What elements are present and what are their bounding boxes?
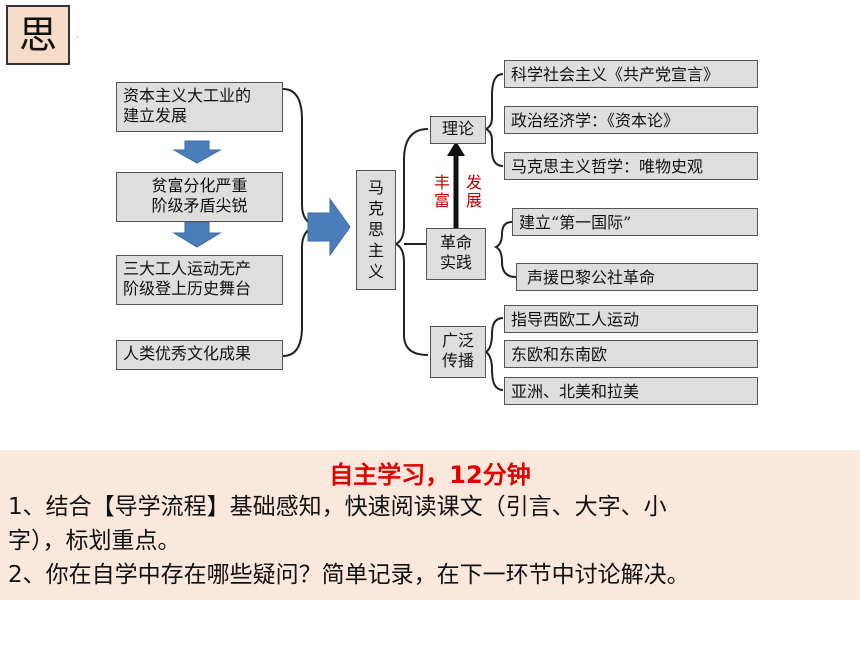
cause-culture: 人类优秀文化成果 [116,340,283,370]
cause-industry-line1: 资本主义大工业的 [123,86,252,105]
up-arrow [447,141,465,156]
study-note-line-1: 1、结合【导学流程】基础感知，快速阅读课文（引言、大字、小 [8,494,667,520]
study-note-line-3: 2、你在自学中存在哪些疑问？简单记录，在下一环节中讨论解决。 [8,562,690,588]
study-note-title: 自主学习，12分钟 [329,461,531,489]
cause-workers-movement: 三大工人运动无产 阶级登上历史舞台 [116,255,283,305]
marxism-char-1: 马 [367,178,384,197]
label-develop-char-2: 展 [466,191,483,210]
branch-spread: 广泛 传播 [430,326,486,378]
marxism-char-3: 思 [367,220,384,239]
branch-practice-line1: 革命 [439,233,472,252]
cause-class-conflict: 贫富分化严重 阶级矛盾尖锐 [116,172,283,222]
right-arrow [307,197,351,257]
decorative-dot: . [76,30,79,39]
study-note-panel [0,450,860,600]
label-enrich: 丰 富 [434,174,450,210]
down-arrow-1 [172,140,222,164]
branch-spread-line1: 广泛 [441,331,474,350]
branch-practice: 革命 实践 [426,228,486,280]
study-note-line-2: 字），标划重点。 [8,528,181,554]
practice-item-first-international: 建立“第一国际” [512,208,758,236]
practice-brace [493,221,517,278]
theory-item-capital: 政治经济学：《资本论》 [504,106,758,134]
cause-class-conflict-line1: 贫富分化严重 [151,176,248,195]
branch-spread-line2: 传播 [441,351,474,370]
label-enrich-char-2: 富 [434,191,451,210]
cause-workers-movement-line2: 阶级登上历史舞台 [123,279,252,298]
theory-item-manifesto: 科学社会主义《共产党宣言》 [504,60,758,88]
cause-industry: 资本主义大工业的 建立发展 [116,82,283,132]
practice-item-paris-commune: 声援巴黎公社革命 [516,263,758,291]
label-develop-char-1: 发 [466,173,483,192]
cause-industry-line2: 建立发展 [123,106,188,125]
branch-practice-line2: 实践 [439,253,472,272]
spread-item-east-europe: 东欧和东南欧 [504,340,758,368]
spread-item-asia-america: 亚洲、北美和拉美 [504,377,758,405]
theory-item-philosophy: 马克思主义哲学：唯物史观 [504,152,758,180]
spread-brace [484,317,504,391]
marxism-char-4: 主 [367,241,384,260]
think-badge: 思 [6,5,70,65]
center-brace [393,128,429,356]
spread-item-west-europe: 指导西欧工人运动 [504,305,758,333]
marxism-char-5: 义 [367,262,384,281]
cause-culture-line1: 人类优秀文化成果 [123,344,252,363]
branch-theory: 理论 [430,116,486,144]
marxism-box: 马 克 思 主 义 [356,170,396,290]
marxism-char-2: 克 [367,199,384,218]
label-develop: 发 展 [466,174,482,210]
cause-class-conflict-line2: 阶级矛盾尖锐 [151,196,248,215]
cause-workers-movement-line1: 三大工人运动无产 [123,259,252,278]
down-arrow-2 [172,221,222,248]
label-enrich-char-1: 丰 [434,173,451,192]
theory-brace [483,73,504,167]
